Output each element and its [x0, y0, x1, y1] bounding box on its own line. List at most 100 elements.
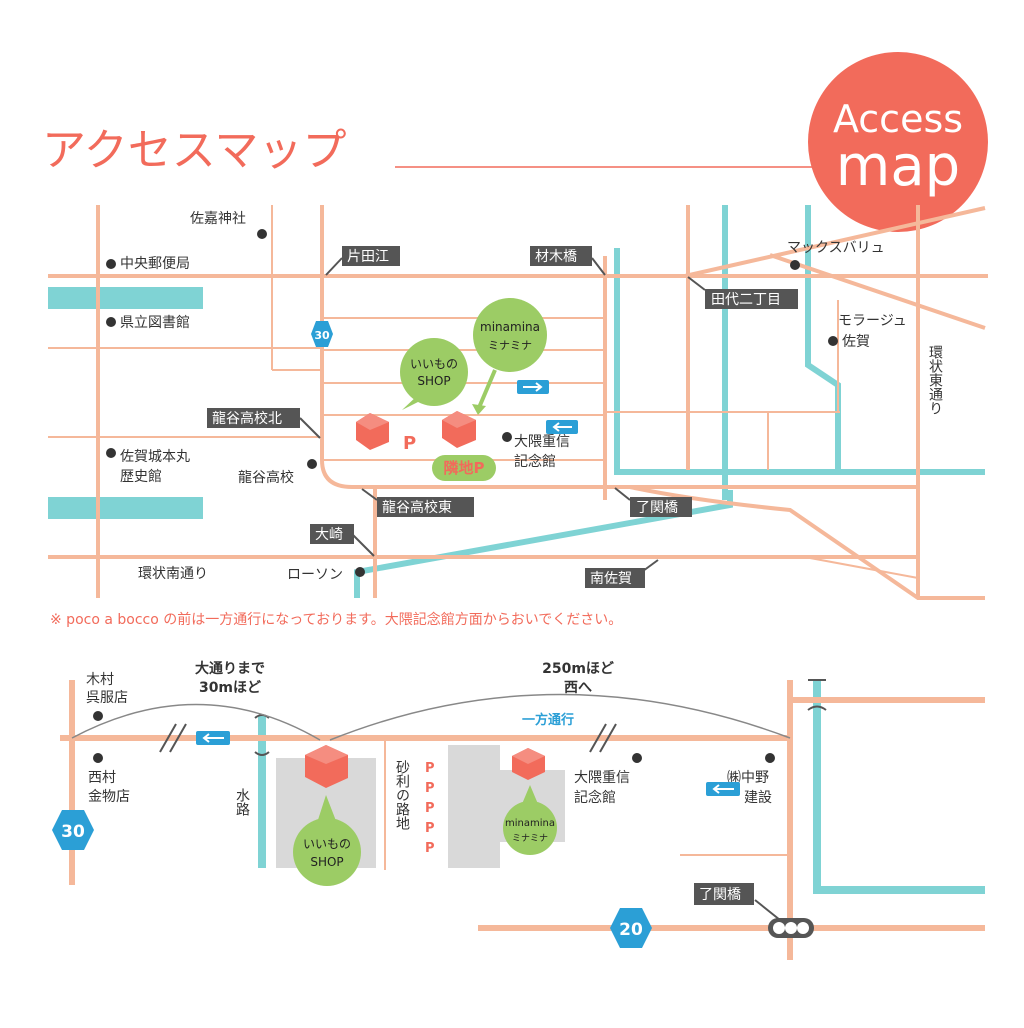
river-areas — [48, 287, 203, 519]
parking-space: P — [425, 841, 435, 856]
detail-oneway-arrow-left-2 — [706, 782, 740, 796]
intersection-ryukoku-higashi: 龍谷高校東 — [361, 488, 474, 517]
label-sagajinja: 佐嘉神社 — [190, 211, 246, 227]
mina-label-1: minamina — [480, 320, 540, 334]
label-suiro: 水路 — [234, 788, 250, 816]
page-title: アクセスマップ — [42, 125, 346, 176]
minamina-building — [448, 745, 565, 868]
intersection-ryukoku-kita: 龍谷高校北 — [207, 408, 321, 439]
bridge-marks — [254, 679, 827, 756]
parking-marker: P — [403, 433, 416, 454]
distance-2-line1: 250mほど — [542, 661, 614, 677]
traffic-signal-icon — [768, 918, 814, 938]
house-icon — [305, 745, 348, 788]
shop-callout-minamina-detail: minamina ミナミナ — [503, 785, 557, 855]
intersection-minamisaga: 南佐賀 — [585, 559, 659, 588]
label-library: 県立図書館 — [120, 314, 190, 331]
tag-ryukoku-kita-text: 龍谷高校北 — [212, 410, 282, 427]
route-30-text: 30 — [314, 329, 330, 342]
mina-label-2: ミナミナ — [488, 339, 532, 352]
label-moraju-2: 佐賀 — [842, 334, 870, 350]
label-castle-1: 佐賀城本丸 — [120, 449, 190, 465]
shop-detail-label-1: いいもの — [303, 837, 351, 851]
distance-1-line1: 大通りまで — [195, 660, 265, 677]
road-break-marks — [159, 723, 617, 753]
tag-osaki-text: 大崎 — [315, 527, 343, 543]
label-castle-2: 歴史館 — [120, 468, 162, 485]
shop-label-1: いいもの — [410, 357, 458, 371]
shop-label-2: SHOP — [417, 374, 450, 388]
neighbor-parking-badge: 隣地P — [432, 455, 496, 481]
tag-ryokanbashi-text: 了関橋 — [636, 500, 678, 516]
oneway-notice: ※ poco a bocco の前は一方通行になっております。大隈記念館方面から… — [50, 611, 622, 628]
shop-detail-label-2: SHOP — [310, 855, 343, 869]
tag-tashiro-text: 田代二丁目 — [711, 292, 781, 308]
label-kimura-2: 呉服店 — [86, 690, 128, 706]
route-20-text: 20 — [619, 920, 643, 940]
label-moraju-1: モラージュ — [838, 313, 907, 329]
access-map-badge: Access map — [808, 52, 988, 232]
distance-1-line2: 30mほど — [199, 680, 261, 696]
canals — [354, 205, 985, 598]
shop-callout-iimono: いいもの SHOP — [400, 338, 468, 410]
tag-ryokanbashi-detail-text: 了関橋 — [699, 887, 741, 903]
intersection-tashiro: 田代二丁目 — [687, 276, 798, 309]
label-maxvalu: マックスバリュ — [787, 240, 885, 256]
route-30-marker: 30 — [311, 321, 333, 347]
label-chuo-post: 中央郵便局 — [120, 256, 190, 272]
label-kanjo-higashi: 環状東通り — [927, 345, 943, 415]
main-map: 佐嘉神社 中央郵便局 県立図書館 佐賀城本丸 歴史館 龍谷高校 ローソン 環状南… — [48, 205, 988, 600]
oneway-arrow-right — [517, 380, 549, 394]
badge-line1: Access — [833, 97, 963, 141]
parking-space: P — [425, 821, 435, 836]
detail-dots — [93, 711, 775, 763]
tag-zaimokubashi-text: 材木橋 — [535, 249, 577, 265]
label-jari: 砂利の路地 — [394, 760, 410, 830]
label-nishimura-1: 西村 — [88, 770, 116, 786]
label-okuma-2: 記念館 — [514, 453, 556, 470]
route-30-marker-detail: 30 — [52, 810, 94, 850]
oneway-arrow-left — [546, 420, 578, 434]
tag-katatae-text: 片田江 — [347, 249, 389, 265]
neighbor-parking-text: 隣地P — [444, 459, 485, 477]
detail-map: 大通りまで 30mほど 250mほど 西へ 一方通行 P P P P P 木村 … — [52, 660, 985, 960]
landmark-dots — [106, 229, 838, 577]
detail-roads — [60, 680, 985, 960]
label-kanjo-minami: 環状南通り — [138, 566, 208, 582]
intersection-osaki: 大崎 — [310, 524, 375, 557]
label-okuma-1: 大隈重信 — [514, 434, 570, 450]
shop-callout-minamina: minamina ミナミナ — [472, 298, 547, 415]
distance-2-line2: 西へ — [564, 680, 592, 696]
mina-detail-label-2: ミナミナ — [512, 833, 548, 844]
detail-oneway-arrow-left — [196, 731, 230, 745]
house-icon — [356, 413, 389, 450]
house-icon — [442, 411, 476, 448]
label-nishimura-2: 金物店 — [88, 789, 130, 805]
house-icon — [512, 748, 545, 780]
parking-space: P — [425, 761, 435, 776]
parking-space: P — [425, 781, 435, 796]
shop-callout-iimono-detail: いいもの SHOP — [293, 795, 361, 886]
label-kimura-1: 木村 — [86, 672, 114, 688]
label-okuma-1: 大隈重信 — [574, 770, 630, 786]
badge-line2: map — [836, 134, 960, 199]
intersection-zaimokubashi: 材木橋 — [530, 246, 606, 276]
intersection-ryokanbashi: 了関橋 — [614, 487, 692, 517]
oneway-label: 一方通行 — [522, 712, 574, 728]
label-ryukoku-hs: 龍谷高校 — [238, 469, 294, 486]
intersection-ryokanbashi-detail: 了関橋 — [694, 883, 781, 921]
parking-spaces: P P P P P — [425, 761, 435, 856]
route-20-marker: 20 — [610, 908, 652, 948]
label-nakano-2: 建設 — [744, 790, 772, 806]
tag-minamisaga-text: 南佐賀 — [590, 571, 632, 587]
intersection-katatae: 片田江 — [325, 246, 400, 276]
label-lawson: ローソン — [287, 567, 343, 583]
label-okuma-2: 記念館 — [574, 789, 616, 806]
tag-ryukoku-higashi-text: 龍谷高校東 — [382, 499, 452, 516]
distance-arcs — [71, 693, 791, 741]
parking-space: P — [425, 801, 435, 816]
detail-side-streets — [384, 740, 790, 870]
route-30-detail-text: 30 — [61, 822, 85, 842]
mina-detail-label-1: minamina — [505, 818, 555, 829]
